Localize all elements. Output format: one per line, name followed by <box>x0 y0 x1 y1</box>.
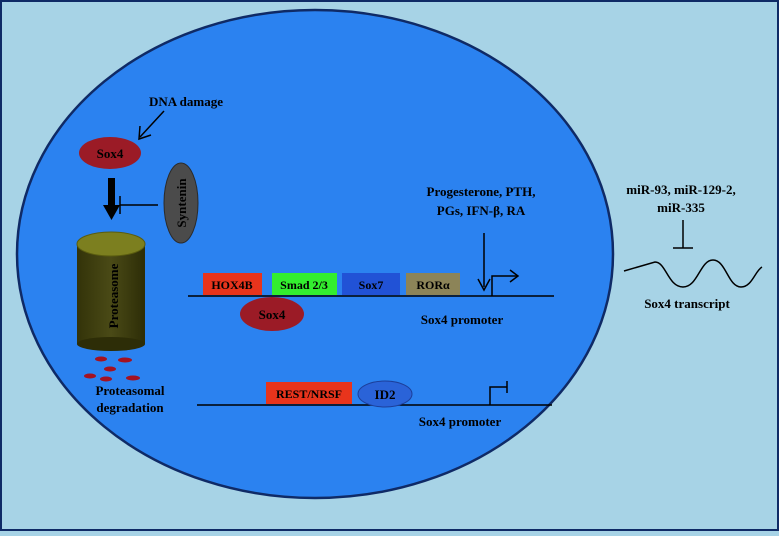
rest-label: REST/NRSF <box>276 387 342 401</box>
sox4-transcript-label: Sox4 transcript <box>644 296 730 311</box>
proteasome-top <box>76 231 146 257</box>
degradation-arrow-shaft <box>108 178 115 208</box>
ror-box <box>406 273 460 295</box>
sox4-top-label: Sox4 <box>97 146 124 161</box>
syntenin-label: Syntenin <box>174 178 189 228</box>
dna-damage-arrowhead <box>138 125 152 141</box>
proteasome-bottom <box>77 337 145 351</box>
tss-arrowhead <box>509 269 520 283</box>
proteasome-label: Proteasome <box>106 263 121 328</box>
hormones-line2: PGs, IFN-β, RA <box>437 203 526 218</box>
degradation-arrowhead <box>103 205 120 220</box>
dna-damage-label: DNA damage <box>149 94 223 109</box>
sox7-box <box>342 273 400 295</box>
rest-box <box>266 382 352 404</box>
hormones-arrowhead <box>477 278 491 292</box>
syntenin-oval <box>163 162 199 244</box>
sox4-oval-bound <box>240 297 304 331</box>
repressed-tss <box>489 386 507 405</box>
fragment <box>126 375 140 381</box>
mirna-line2: miR-335 <box>657 200 705 215</box>
fragment <box>95 356 107 362</box>
fragment <box>84 373 96 379</box>
degradation-fragments <box>84 356 140 382</box>
promoter-repressed-label: Sox4 promoter <box>419 414 502 429</box>
hox4b-label: HOX4B <box>211 278 252 292</box>
proteasomal-degradation-line1: Proteasomal <box>95 383 164 398</box>
id2-oval <box>357 380 413 408</box>
fragment <box>104 366 116 372</box>
proteasomal-degradation-line2: degradation <box>96 400 164 415</box>
sox4-bound-label: Sox4 <box>259 307 286 322</box>
mirna-line1: miR-93, miR-129-2, <box>626 182 735 197</box>
promoter-active-label: Sox4 promoter <box>421 312 504 327</box>
sox4-oval-top <box>79 137 141 169</box>
smad-label: Smad 2/3 <box>280 278 328 292</box>
fragment <box>118 357 132 363</box>
id2-label: ID2 <box>375 387 396 402</box>
hormones-line1: Progesterone, PTH, <box>427 184 536 199</box>
ror-label: RORα <box>416 278 450 292</box>
sox4-transcript-wave <box>623 259 763 288</box>
smad-box <box>272 273 337 295</box>
fragment <box>100 376 112 382</box>
proteasome-body <box>77 244 145 344</box>
dna-damage-arrow <box>139 110 165 138</box>
hox4b-box <box>203 273 262 295</box>
sox7-label: Sox7 <box>359 278 384 292</box>
cell-body <box>15 8 615 500</box>
tss-arrow <box>491 275 517 296</box>
